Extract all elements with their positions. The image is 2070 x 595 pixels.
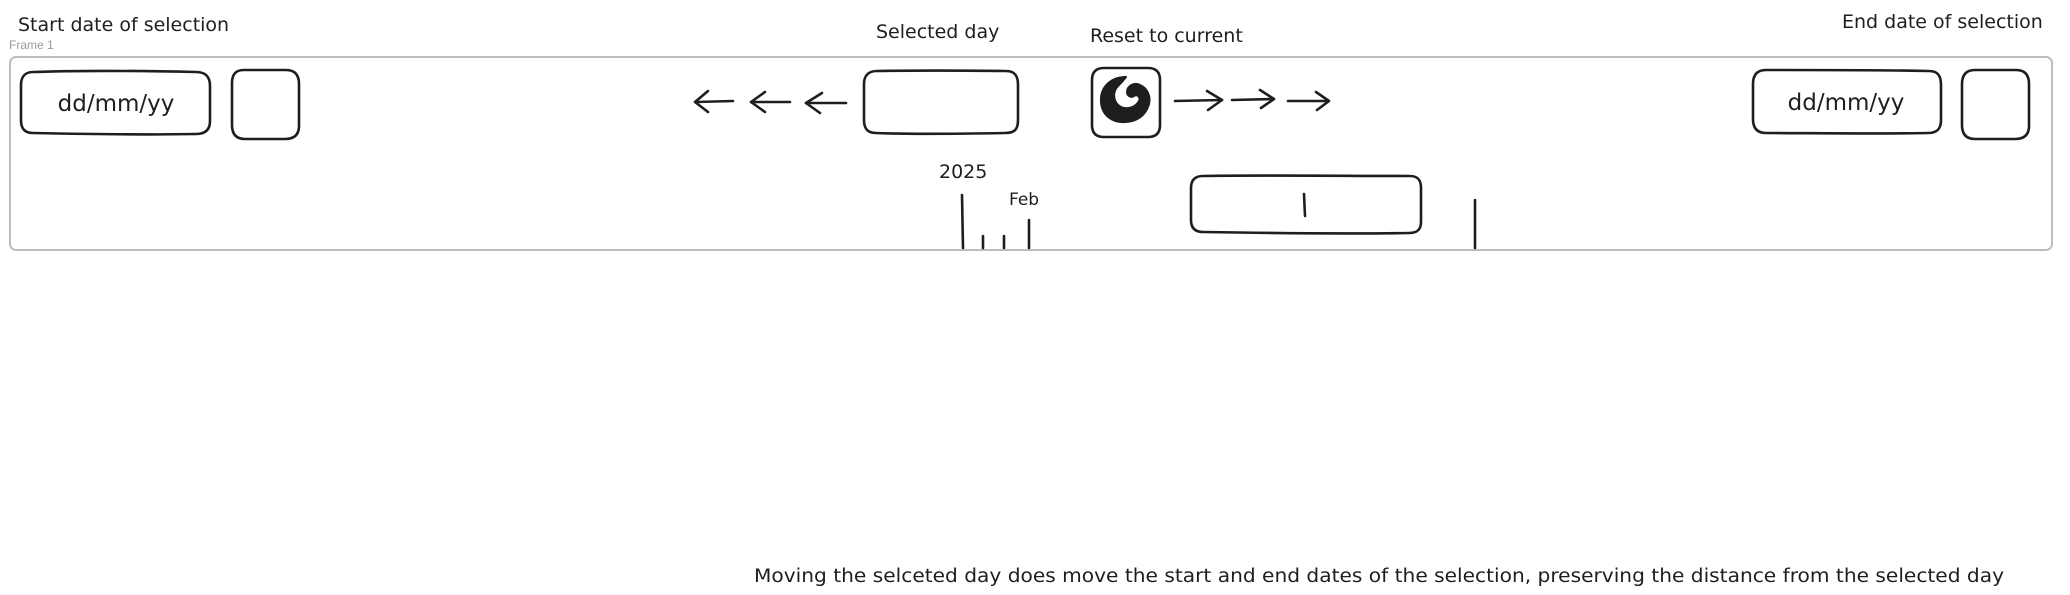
behavior-note: Moving the selceted day does move the st…: [754, 566, 2004, 587]
timeline-month-label: Feb: [1009, 190, 1039, 210]
timeline[interactable]: 2025 Feb: [939, 161, 1477, 250]
end-date-picker-button[interactable]: [1960, 68, 2031, 141]
start-date-label: Start date of selection: [18, 14, 229, 36]
timeline-year-label: 2025: [939, 161, 987, 183]
end-date-placeholder: dd/mm/yy: [1788, 90, 1905, 116]
arrow-right-icon[interactable]: [1230, 88, 1276, 110]
start-date-placeholder: dd/mm/yy: [58, 91, 175, 117]
end-date-input[interactable]: dd/mm/yy: [1751, 68, 1943, 135]
forward-arrows[interactable]: [1173, 88, 1331, 112]
frame-label: Frame 1: [9, 38, 54, 52]
end-date-label: End date of selection: [1842, 11, 2043, 33]
arrow-left-icon[interactable]: [804, 91, 848, 115]
start-date-picker-button[interactable]: [230, 68, 301, 141]
timeline-year-tick: [960, 193, 965, 250]
timeline-selection-window[interactable]: [1189, 174, 1423, 235]
selected-day-label: Selected day: [876, 21, 999, 43]
arrow-left-icon[interactable]: [693, 89, 735, 114]
arrow-left-icon[interactable]: [749, 90, 792, 114]
selected-day-input[interactable]: [862, 69, 1020, 136]
selected-day-marker[interactable]: [1302, 192, 1307, 218]
arrow-right-icon[interactable]: [1173, 89, 1224, 112]
frame-1: [9, 56, 2053, 251]
reset-label: Reset to current: [1090, 25, 1243, 47]
back-arrows[interactable]: [693, 89, 848, 115]
arrow-right-icon[interactable]: [1286, 90, 1331, 112]
start-date-input[interactable]: dd/mm/yy: [19, 69, 212, 136]
reset-button[interactable]: [1090, 66, 1162, 139]
reset-swirl-icon: [1099, 76, 1151, 124]
